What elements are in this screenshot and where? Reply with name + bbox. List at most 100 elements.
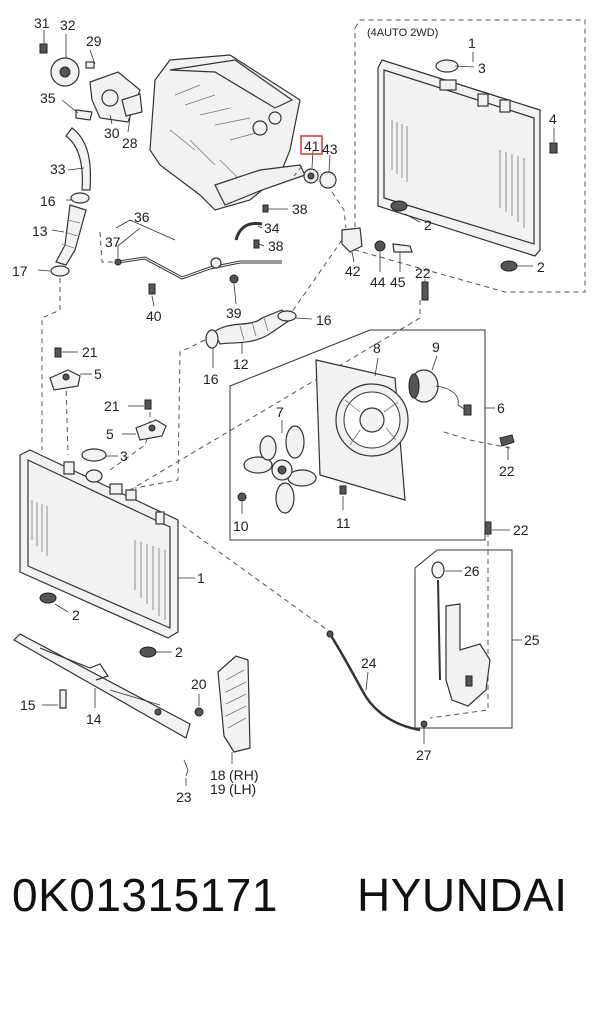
lower-mount-b — [139, 646, 157, 658]
pipe-bolt-40 — [148, 283, 156, 295]
hose-clip-27 — [420, 720, 428, 728]
hose-clamp-17 — [50, 265, 70, 277]
bolt-22-middle: 22 — [499, 434, 515, 479]
callout-37: 37 — [105, 234, 121, 250]
thermostat-outlet: 42 44 45 — [341, 227, 413, 290]
brand-name: HYUNDAI — [357, 869, 568, 921]
bracket-bolt-21b — [144, 399, 152, 410]
callout-11: 11 — [336, 515, 351, 531]
lower-mount-a — [39, 592, 57, 604]
callout-43: 43 — [322, 141, 338, 157]
callout-34: 34 — [264, 220, 280, 236]
callout-5-upper: 5 — [94, 366, 102, 382]
water-pump-gasket — [121, 93, 143, 117]
callout-16-upper: 16 — [40, 193, 56, 209]
fan-nut — [237, 492, 247, 502]
callout-38-lower: 38 — [268, 238, 284, 254]
inset-drain-bolt — [549, 142, 558, 154]
outlet-nut-44 — [374, 240, 386, 252]
hose-clamp-16-upper — [70, 192, 90, 204]
callout-21-upper: 21 — [82, 344, 98, 360]
callout-26: 26 — [464, 563, 480, 579]
callout-19: 19 — [210, 781, 226, 797]
callout-23: 23 — [176, 789, 192, 805]
coolant-reservoir — [445, 603, 491, 707]
callout-35: 35 — [40, 90, 56, 106]
engine-block — [149, 54, 306, 211]
callout-22-upper: 22 — [415, 265, 431, 281]
callout-42: 42 — [345, 263, 361, 279]
inset-label: (4AUTO 2WD) — [367, 27, 438, 39]
callout-38-upper: 38 — [292, 201, 308, 217]
callout-44: 44 — [370, 274, 386, 290]
callout-16-right: 16 — [316, 312, 332, 328]
callout-41: 41 — [304, 138, 320, 154]
callout-31: 31 — [34, 15, 50, 31]
callout-25: 25 — [524, 632, 540, 648]
callout-18: 18 — [210, 767, 226, 783]
hose-clamp-16-lower — [205, 329, 219, 349]
bolt-22-lower: 22 — [484, 521, 529, 538]
radiator-upper-hose — [55, 204, 87, 266]
callout-16-lower: 16 — [203, 371, 219, 387]
callout-28: 28 — [122, 135, 138, 151]
inset-mount-upper — [390, 200, 408, 212]
callout-14: 14 — [86, 711, 102, 727]
radiator-main — [19, 449, 179, 639]
fan-motor — [408, 369, 472, 416]
callout-12: 12 — [233, 356, 249, 372]
reservoir-assembly: 26 25 — [414, 549, 540, 729]
heater-pipe-assembly: 36 37 38 34 38 40 39 — [105, 201, 308, 324]
callout-10: 10 — [233, 518, 249, 534]
hose-clamp-16-right — [277, 310, 297, 322]
callout-21-lower: 21 — [104, 398, 120, 414]
callout-29: 29 — [86, 33, 102, 49]
callout-3-inset: 3 — [478, 60, 486, 76]
callout-39: 39 — [226, 305, 242, 321]
callout-22-lower: 22 — [513, 522, 529, 538]
callout-2-inset-a: 2 — [424, 217, 432, 233]
callout-4: 4 — [549, 111, 557, 127]
air-guard-clip-20 — [194, 707, 204, 717]
callout-9: 9 — [432, 339, 440, 355]
bypass-hose — [65, 127, 92, 191]
callout-45: 45 — [390, 274, 406, 290]
thermostat-gasket — [319, 171, 337, 189]
air-guard-assembly: 20 18 (RH) 19 (LH) 23 — [176, 655, 259, 805]
upper-left-hoses: 33 16 13 17 — [12, 127, 92, 279]
callout-13: 13 — [32, 223, 48, 239]
thermostat-housing: 41 43 — [300, 135, 338, 189]
water-pump-assembly: 31 32 29 35 30 28 — [34, 15, 143, 151]
callout-24: 24 — [361, 655, 377, 671]
callout-3: 3 — [120, 448, 128, 464]
inset-mount-lower — [500, 260, 518, 272]
callout-1: 1 — [197, 570, 205, 586]
dashed-leader-lines — [41, 165, 511, 719]
inset-radiator — [377, 59, 541, 257]
bracket-bolt-21a — [54, 347, 62, 358]
callout-18-suffix: (RH) — [229, 767, 259, 783]
callout-27: 27 — [416, 747, 432, 763]
callout-32: 32 — [60, 17, 76, 33]
callout-36: 36 — [134, 209, 150, 225]
reservoir-cap — [431, 561, 445, 579]
callout-2-inset-b: 2 — [537, 259, 545, 275]
highlight-box-41 — [300, 135, 323, 155]
cooling-system-parts-diagram: (4AUTO 2WD) 1 3 4 — [12, 15, 586, 805]
callout-7: 7 — [276, 404, 284, 420]
callout-22-middle: 22 — [499, 463, 515, 479]
callout-1-inset: 1 — [468, 35, 476, 51]
outlet-bolt-45 — [392, 243, 413, 253]
callout-5-lower: 5 — [106, 426, 114, 442]
inset-radiator-4auto-2wd: (4AUTO 2WD) 1 3 4 — [354, 19, 586, 293]
fan-shroud-assembly: 7 10 8 9 11 6 — [229, 329, 505, 541]
callout-17: 17 — [12, 263, 28, 279]
radiator-cap — [81, 448, 107, 462]
water-outlet-fitting — [341, 227, 363, 253]
fan-shroud — [315, 359, 409, 501]
callout-8: 8 — [373, 340, 381, 356]
lower-radiator-hose: 12 16 16 — [203, 309, 332, 387]
support-bolt-15 — [59, 689, 67, 709]
callout-15: 15 — [20, 697, 36, 713]
overflow-hose: 24 27 — [326, 630, 432, 763]
